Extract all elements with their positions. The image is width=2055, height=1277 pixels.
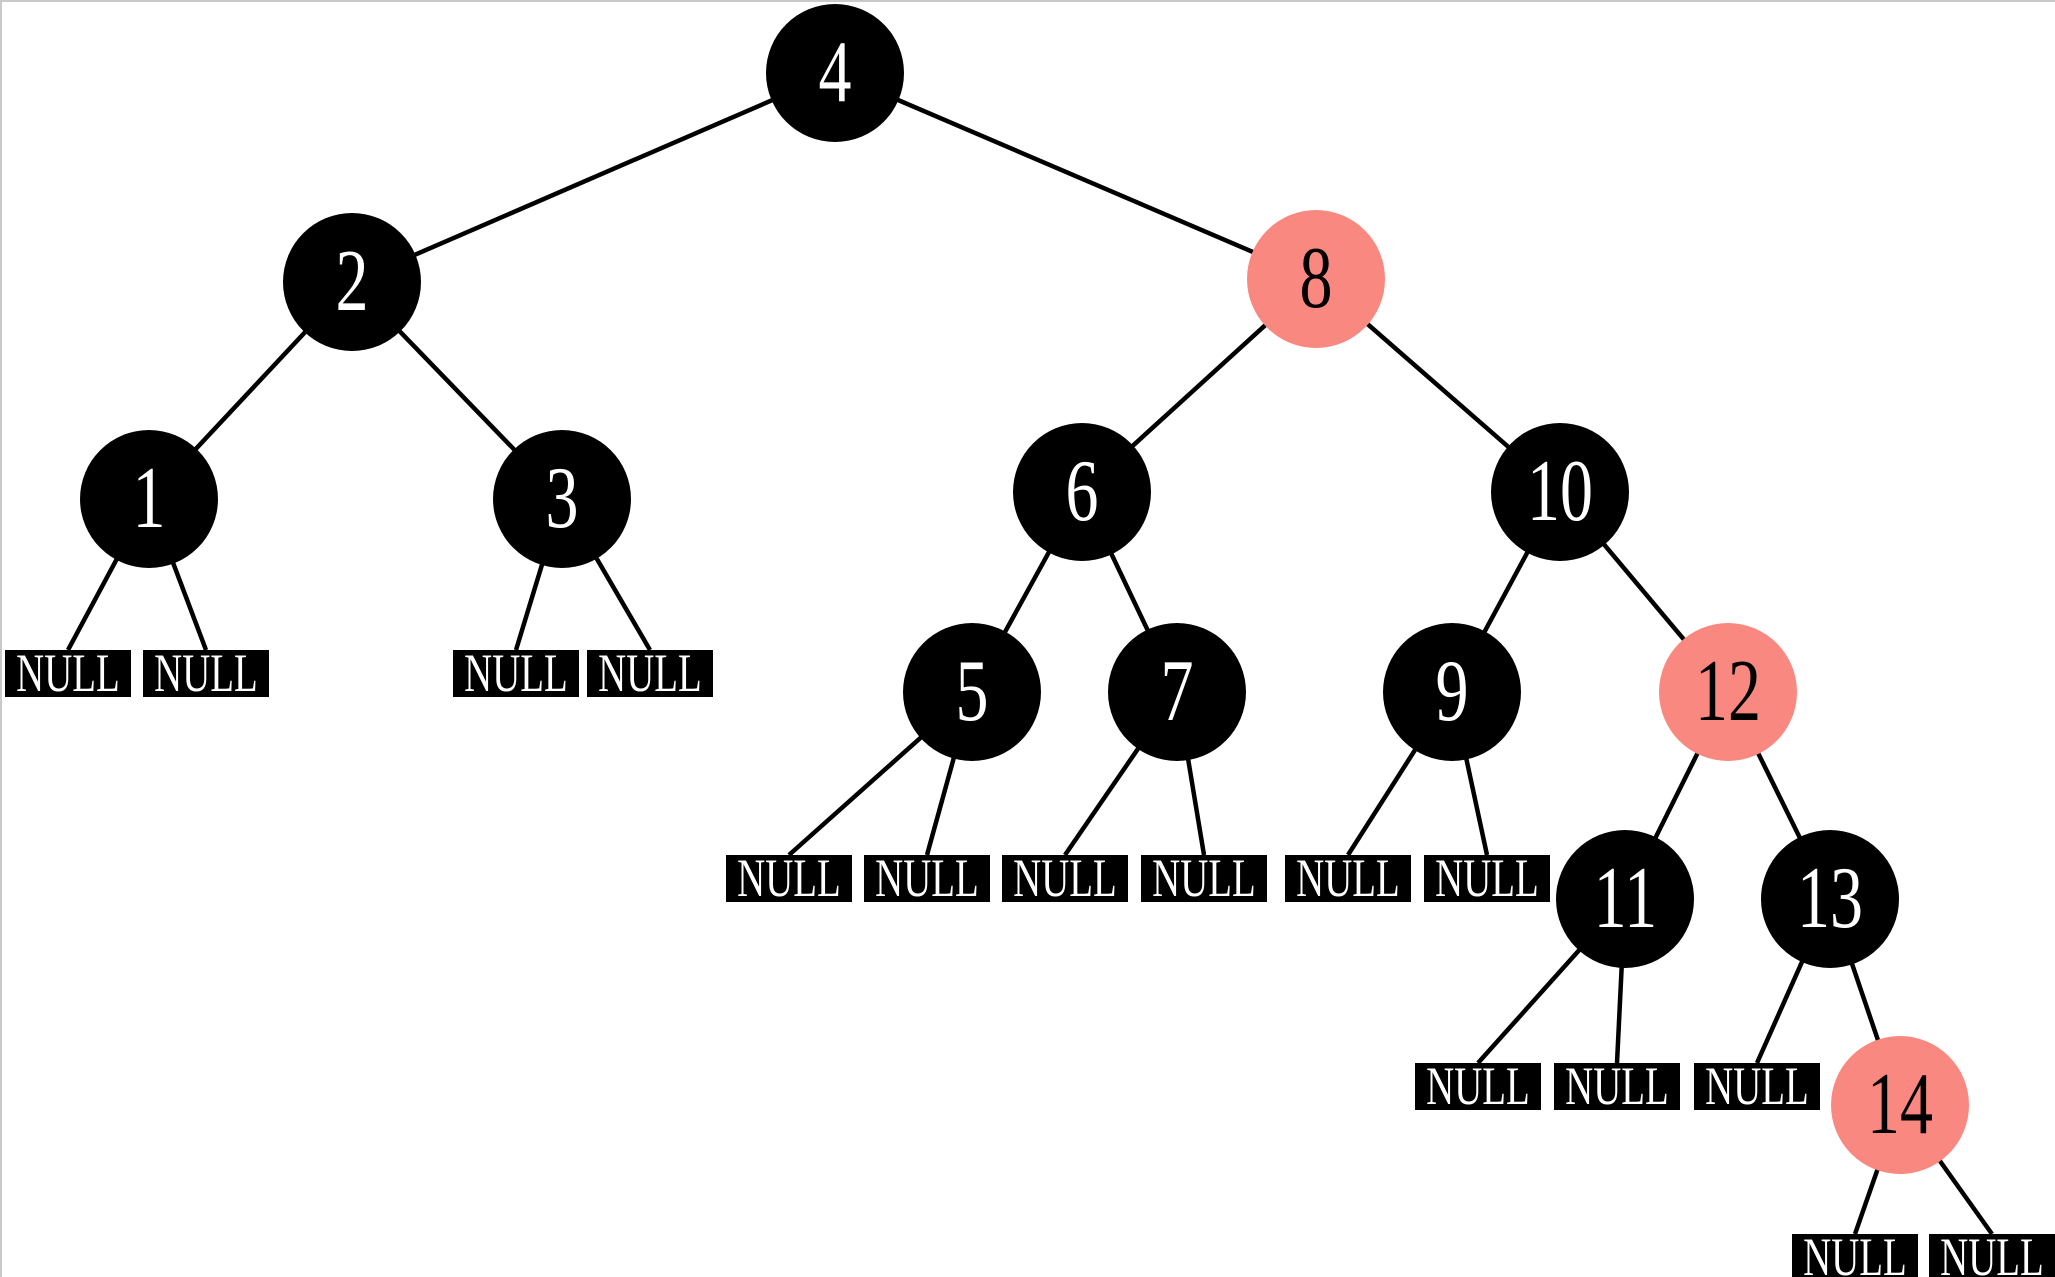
null-leaf: NULL [726, 848, 852, 908]
null-leaf-label: NULL [1426, 1056, 1530, 1116]
null-leaf-label: NULL [737, 848, 841, 908]
tree-node-12-red: 12 [1659, 623, 1797, 761]
null-leaf-label: NULL [875, 848, 979, 908]
null-leaf-label: NULL [1565, 1056, 1669, 1116]
tree-node-label: 9 [1435, 643, 1469, 740]
tree-node-8-red: 8 [1247, 210, 1385, 348]
tree-node-9-black: 9 [1383, 623, 1521, 761]
null-leaf-label: NULL [154, 643, 258, 703]
null-leaf-label: NULL [464, 643, 568, 703]
null-leaf-label: NULL [1435, 848, 1539, 908]
null-leaf: NULL [1415, 1056, 1541, 1116]
tree-node-7-black: 7 [1108, 623, 1246, 761]
null-leaf-label: NULL [16, 643, 120, 703]
null-leaf: NULL [1285, 848, 1411, 908]
tree-node-label: 2 [335, 233, 369, 330]
tree-node-label: 10 [1527, 443, 1593, 540]
tree-node-label: 1 [132, 450, 166, 547]
tree-node-10-black: 10 [1491, 423, 1629, 561]
tree-node-label: 13 [1797, 850, 1863, 947]
null-leaf-label: NULL [1705, 1056, 1809, 1116]
null-leaf: NULL [864, 848, 990, 908]
null-leaf: NULL [1424, 848, 1550, 908]
tree-edge [834, 70, 1317, 282]
null-leaf-label: NULL [1940, 1227, 2044, 1277]
null-leaf: NULL [1002, 848, 1128, 908]
tree-node-14-red: 14 [1831, 1036, 1969, 1174]
tree-node-label: 8 [1299, 230, 1333, 327]
null-leaf: NULL [5, 643, 131, 703]
null-leaf: NULL [1929, 1227, 2055, 1277]
tree-node-label: 7 [1160, 643, 1194, 740]
tree-node-label: 5 [955, 643, 989, 740]
null-leaf-label: NULL [1296, 848, 1400, 908]
null-leaf: NULL [1792, 1227, 1918, 1277]
null-leaf-label: NULL [1152, 848, 1256, 908]
tree-node-label: 11 [1593, 850, 1657, 947]
tree-node-4-black: 4 [766, 4, 904, 142]
tree-node-label: 4 [818, 24, 852, 121]
tree-edge [351, 70, 836, 285]
tree-node-label: 6 [1065, 443, 1099, 540]
tree-node-3-black: 3 [493, 430, 631, 568]
tree-node-5-black: 5 [903, 623, 1041, 761]
tree-node-11-black: 11 [1556, 830, 1694, 968]
null-leaf-label: NULL [1803, 1227, 1907, 1277]
tree-node-label: 3 [545, 450, 579, 547]
null-leaf-label: NULL [598, 643, 702, 703]
null-leaf: NULL [587, 643, 713, 703]
tree-node-2-black: 2 [283, 213, 421, 351]
null-leaf: NULL [453, 643, 579, 703]
tree-node-label: 14 [1867, 1056, 1933, 1153]
tree-node-13-black: 13 [1761, 830, 1899, 968]
null-leaf: NULL [143, 643, 269, 703]
tree-node-6-black: 6 [1013, 423, 1151, 561]
tree-node-label: 12 [1695, 643, 1761, 740]
null-leaf: NULL [1141, 848, 1267, 908]
tree-node-1-black: 1 [80, 430, 218, 568]
null-leaf: NULL [1554, 1056, 1680, 1116]
null-leaf: NULL [1694, 1056, 1820, 1116]
null-leaf-label: NULL [1013, 848, 1117, 908]
